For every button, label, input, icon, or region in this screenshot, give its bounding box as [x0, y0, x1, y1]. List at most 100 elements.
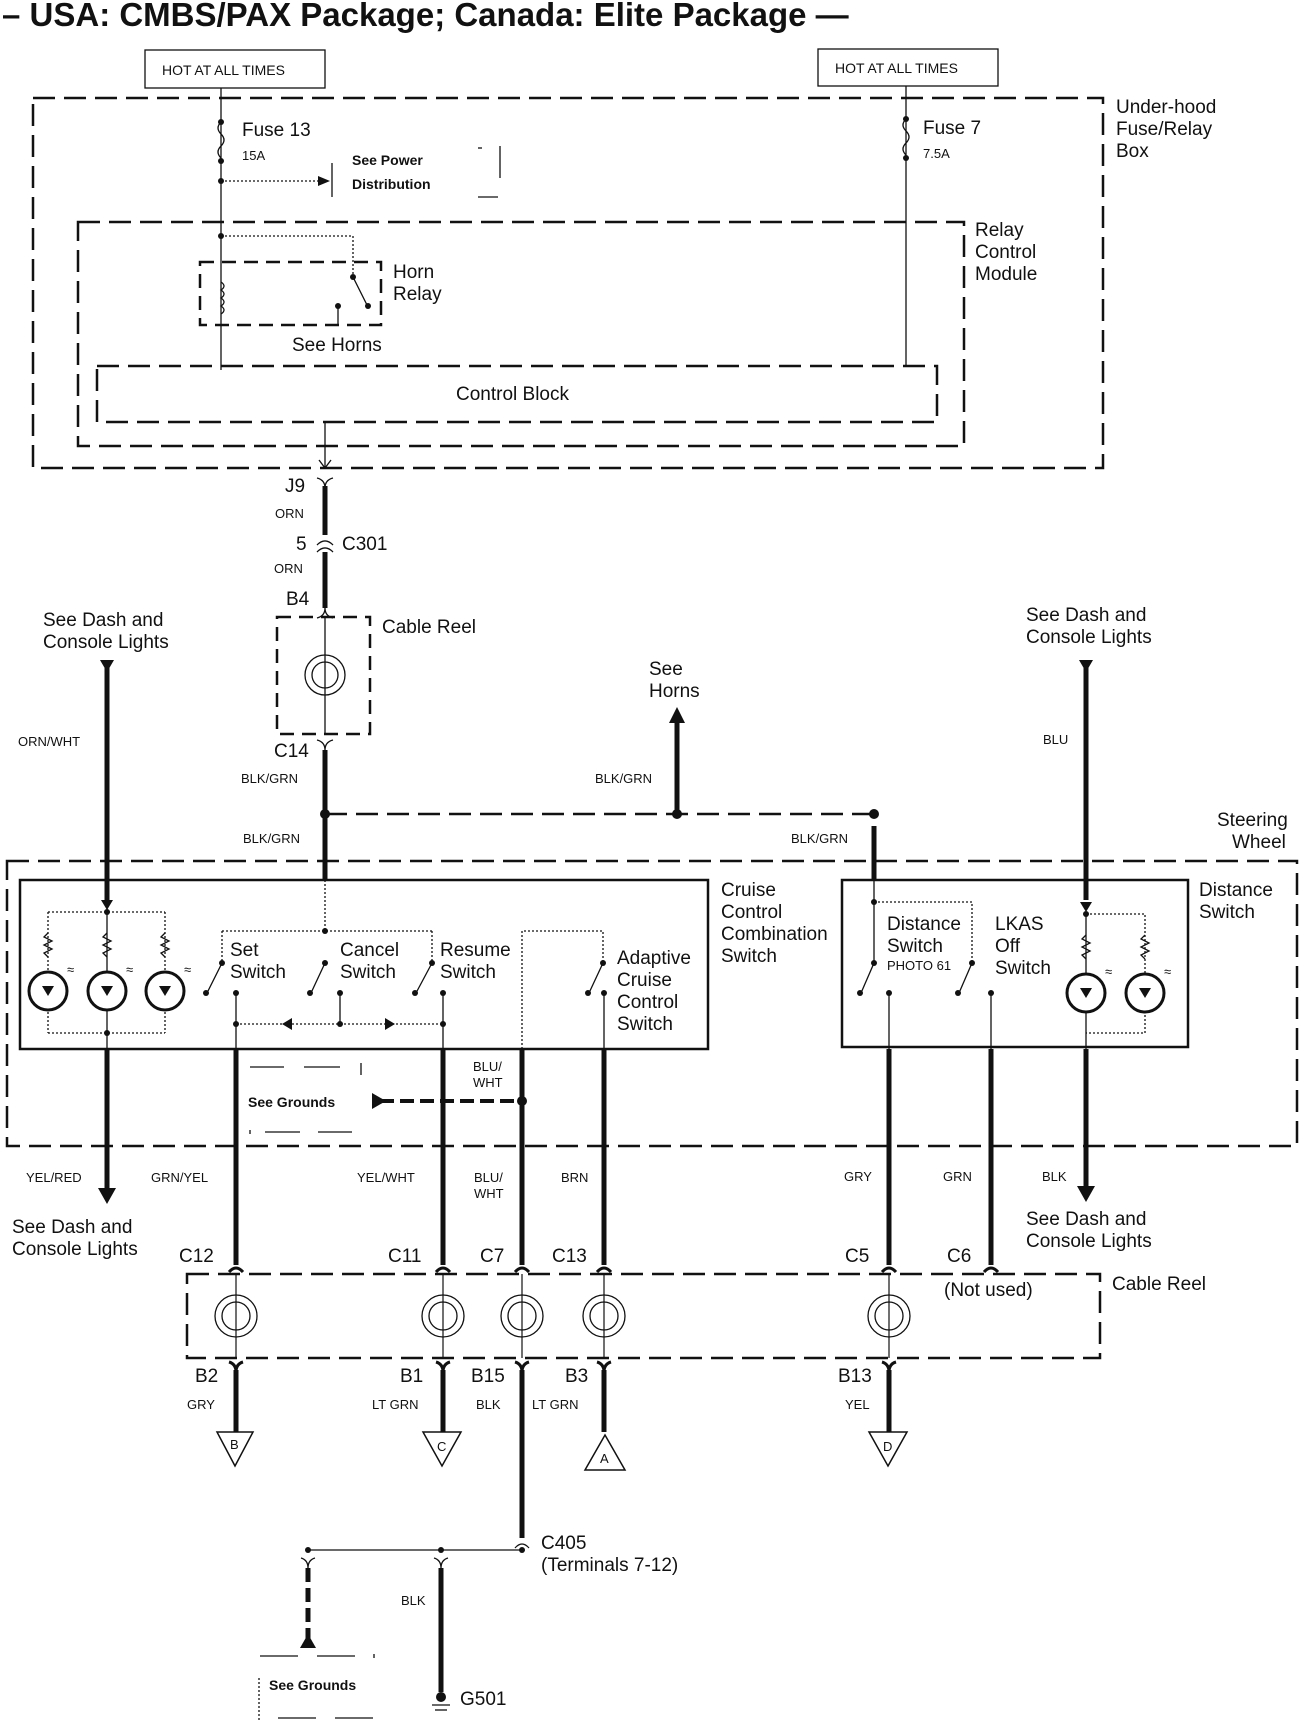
svg-text:Cable Reel: Cable Reel [1112, 1274, 1206, 1295]
cruise-control-combination-switch: Cruise Control Combination Switch [18, 878, 828, 1051]
wire-orn-1: ORN [275, 506, 304, 521]
connector-c12-female-icon [227, 1266, 245, 1274]
indicator-lamps: ≈≈≈ [27, 880, 191, 1049]
wire-blu-wht-out-2: WHT [474, 1186, 504, 1201]
arrow-down-icon [1077, 1186, 1095, 1202]
wire-blk-grn-c14: BLK/GRN [241, 771, 298, 786]
svg-text:D: D [883, 1439, 892, 1454]
power-source-right: HOT AT ALL TIMES [817, 48, 999, 87]
see-horns-link[interactable]: See Horns [649, 659, 700, 702]
svg-text:See Grounds: See Grounds [248, 1094, 335, 1110]
see-horns-relay-link[interactable]: See Horns [292, 335, 382, 356]
svg-text:≈: ≈ [1164, 964, 1171, 979]
svg-text:Control: Control [975, 242, 1036, 263]
connector-c301-pin: 5 [296, 534, 307, 555]
wire-blk-g501: BLK [401, 1593, 426, 1608]
wire-blk-out: BLK [1042, 1169, 1067, 1184]
connector-b4: B4 [286, 589, 310, 610]
wire-gry-out: GRY [844, 1169, 872, 1184]
wire-lt-grn-b1: LT GRN [372, 1397, 418, 1412]
svg-text:G501: G501 [460, 1689, 506, 1710]
steering-wheel: Steering Wheel [5, 810, 1299, 1148]
connector-c14: C14 [274, 741, 309, 762]
wire-orn-wht: ORN/WHT [18, 734, 80, 749]
off-page-ref-b[interactable]: B [215, 1431, 255, 1468]
connector-c5-female-icon [880, 1266, 898, 1274]
svg-text:See Dash and: See Dash and [43, 610, 163, 631]
svg-text:PHOTO 61: PHOTO 61 [887, 958, 951, 973]
cable-reel-bottom: Cable Reel [185, 1272, 1206, 1360]
svg-text:LKAS: LKAS [995, 914, 1044, 935]
arrow-right-icon [318, 176, 330, 186]
svg-text:≈: ≈ [126, 962, 133, 977]
see-dash-lights-right-bottom[interactable]: See Dash and Console Lights [1026, 1209, 1152, 1252]
svg-text:Box: Box [1116, 141, 1149, 162]
connector-b13: B13 [838, 1366, 872, 1387]
svg-text:A: A [600, 1451, 609, 1466]
cable-reel-icon [214, 1294, 258, 1338]
ground-icon [436, 1692, 446, 1702]
wire-blu-wht-in-1: BLU/ [473, 1059, 502, 1074]
svg-text:Distance: Distance [1199, 880, 1273, 901]
svg-text:Switch: Switch [887, 936, 943, 957]
svg-text:Fuse/Relay: Fuse/Relay [1116, 119, 1213, 140]
wire-blu-wht-out-1: BLU/ [474, 1170, 503, 1185]
svg-text:Console Lights: Console Lights [1026, 1231, 1152, 1252]
off-page-ref-a[interactable]: A [583, 1433, 627, 1471]
wire-grn-out: GRN [943, 1169, 972, 1184]
fuse-7-icon [902, 118, 910, 156]
svg-text:See Dash and: See Dash and [12, 1217, 132, 1238]
cable-reel-icon [582, 1294, 626, 1338]
see-dash-lights-left-bottom[interactable]: See Dash and Console Lights [12, 1217, 138, 1260]
svg-text:Distribution: Distribution [352, 176, 431, 192]
svg-text:Control: Control [721, 902, 782, 923]
fuse-7-rating: 7.5A [923, 146, 950, 161]
connector-c13: C13 [552, 1246, 587, 1267]
svg-text:Relay: Relay [975, 220, 1024, 241]
see-dash-lights-right-top[interactable]: See Dash and Console Lights [1026, 605, 1152, 648]
svg-text:Switch: Switch [995, 958, 1051, 979]
see-grounds-bottom-link[interactable]: See Grounds [258, 1654, 375, 1720]
fuse-13-label: Fuse 13 [242, 120, 311, 141]
connector-j9: J9 [285, 476, 305, 497]
connector-c7-female-icon [513, 1266, 531, 1274]
see-power-distribution-link[interactable]: See Power Distribution [331, 146, 501, 198]
connector-b1: B1 [400, 1366, 423, 1387]
connector-b3: B3 [565, 1366, 588, 1387]
svg-text:Control Block: Control Block [456, 384, 569, 405]
svg-text:Horns: Horns [649, 681, 700, 702]
see-dash-lights-left-top[interactable]: See Dash and Console Lights [43, 610, 169, 653]
svg-text:Switch: Switch [1199, 902, 1255, 923]
svg-text:Cruise: Cruise [617, 970, 672, 991]
connector-c13-female-icon [595, 1266, 613, 1274]
cruise-switches: Set Switch Cancel Switch Resume Switch A… [203, 880, 691, 1049]
svg-text:See Grounds: See Grounds [269, 1677, 356, 1693]
wire-lt-grn-b3: LT GRN [532, 1397, 578, 1412]
wire-yel-b13: YEL [845, 1397, 870, 1412]
cable-reel-icon [421, 1294, 465, 1338]
connector-c5: C5 [845, 1246, 869, 1267]
svg-text:C: C [437, 1439, 446, 1454]
wire-blu-wht-in-2: WHT [473, 1075, 503, 1090]
off-page-ref-d[interactable]: D [867, 1431, 909, 1468]
wire-orn-2: ORN [274, 561, 303, 576]
svg-text:Resume: Resume [440, 940, 511, 961]
off-page-ref-c[interactable]: C [421, 1431, 463, 1468]
wire-yel-red: YEL/RED [26, 1170, 82, 1185]
connector-c7: C7 [480, 1246, 504, 1267]
svg-text:See Dash and: See Dash and [1026, 1209, 1146, 1230]
power-source-left: HOT AT ALL TIMES [144, 49, 326, 89]
connector-c12: C12 [179, 1246, 214, 1267]
svg-text:≈: ≈ [1105, 964, 1112, 979]
underhood-fuse-relay-box: Under-hood Fuse/Relay Box [31, 96, 1216, 470]
svg-text:See: See [649, 659, 683, 680]
svg-text:Steering: Steering [1217, 810, 1288, 831]
distance-switch-module: Distance Switch Distance Switch PHOTO 61… [840, 878, 1273, 1049]
wire-yel-wht: YEL/WHT [357, 1170, 415, 1185]
see-grounds-link[interactable]: See Grounds [248, 1063, 362, 1134]
connector-c11-female-icon [434, 1266, 452, 1274]
cable-reel-icon [867, 1294, 911, 1338]
cable-reel-top: Cable Reel [275, 615, 476, 736]
svg-text:Set: Set [230, 940, 259, 961]
